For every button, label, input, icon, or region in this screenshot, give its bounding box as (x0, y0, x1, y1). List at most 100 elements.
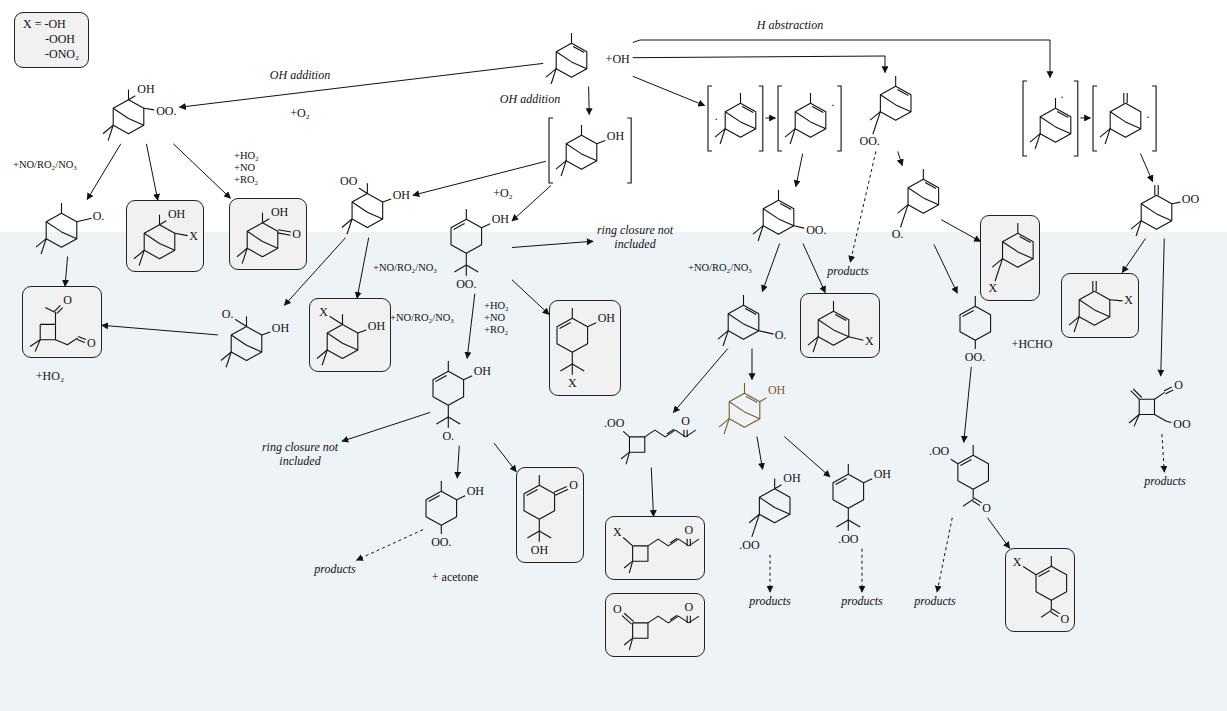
bond-line (755, 515, 760, 530)
bond-line (1111, 103, 1142, 137)
square-bracket (838, 86, 842, 151)
bond-line (1057, 111, 1068, 117)
square-bracket (549, 118, 553, 183)
bond-line (454, 265, 466, 272)
bond-line (46, 213, 77, 247)
bond-line (278, 230, 291, 232)
reaction-arrow (673, 349, 727, 413)
bond-group (960, 296, 991, 349)
bond-line (78, 337, 86, 340)
bond-line (875, 111, 880, 126)
bond-line (900, 220, 902, 227)
reaction-arrow (146, 144, 157, 200)
atom-label: O (684, 524, 693, 537)
bond-line (836, 520, 848, 527)
bond-line (1155, 392, 1165, 399)
bond-line (144, 225, 175, 259)
square-bracket (778, 86, 782, 151)
bond-line (448, 417, 460, 424)
reaction-arrow (87, 144, 121, 200)
bond-line (466, 209, 467, 219)
reaction-arrow (765, 118, 775, 119)
bond-line (436, 376, 447, 382)
bond-line (974, 296, 975, 306)
bond-line (973, 445, 974, 455)
bond-line (1040, 108, 1071, 142)
bond-line (1092, 281, 1093, 291)
pathway-leader-arrow (861, 549, 862, 592)
reaction-arrow (633, 76, 705, 105)
bond-line (622, 616, 631, 624)
bond-line (833, 474, 864, 508)
bond-line (1035, 133, 1040, 148)
molecule: OOOH (337, 172, 413, 237)
bond-line (1158, 185, 1159, 195)
reaction-arrow (494, 443, 516, 472)
molecule: O. (715, 292, 790, 349)
bond-group (785, 93, 826, 144)
bond-line (689, 617, 699, 624)
pathway-leader-arrow (1162, 434, 1164, 472)
atom-label: O (681, 415, 690, 428)
bond-line (836, 479, 847, 485)
atom-label: OH (768, 384, 785, 397)
molecule: OH.OO (736, 469, 803, 554)
bond-line (539, 519, 540, 531)
atom-label: +OH (606, 53, 630, 66)
bond-group (317, 315, 366, 366)
atom-label: OO. (965, 351, 985, 364)
bond-group (750, 479, 791, 537)
bond-group (951, 445, 989, 506)
bond-line (322, 350, 327, 365)
bond-line (633, 546, 648, 561)
atom-label: . (832, 96, 835, 109)
bond-line (327, 333, 358, 350)
bond-line (774, 479, 775, 489)
bond-line (687, 539, 688, 546)
reagent-label: +HO₂ +NO +RO₂ (234, 150, 266, 186)
bond-line (448, 405, 449, 417)
pathway-leader-arrow (850, 151, 876, 262)
bond-group (718, 295, 774, 346)
reaction-arrow (1161, 239, 1165, 376)
product-box: X (800, 293, 880, 358)
bond-line (1134, 389, 1143, 398)
reagent-label: + acetone (432, 571, 478, 585)
bond-line (687, 616, 688, 623)
bond-group (433, 361, 472, 428)
bond-line (1003, 241, 1034, 258)
bond-line (1134, 414, 1139, 426)
atom-label: .OO (838, 533, 858, 546)
bond-line (1079, 291, 1110, 325)
bond-line (764, 208, 795, 225)
bond-line (556, 43, 587, 77)
atom-label: OH (271, 206, 288, 219)
atom-label: O. (775, 329, 787, 342)
atom-label: O (569, 479, 578, 492)
bond-line (573, 46, 584, 52)
product-box: XO (605, 516, 705, 579)
bond-line (725, 111, 756, 128)
bond-line (235, 320, 246, 327)
bond-line (963, 500, 973, 507)
reaction-arrow (762, 244, 779, 292)
atom-label: X (988, 282, 997, 295)
bond-group (1023, 556, 1066, 617)
bond-group (623, 538, 699, 574)
bond-group (1069, 281, 1123, 332)
atom-label: O. (442, 430, 454, 443)
atom-label: O (684, 601, 693, 614)
legend-text: X = -OH (23, 17, 79, 32)
bond-line (1003, 233, 1034, 267)
bond-line (848, 520, 849, 531)
atom-label: O (1060, 613, 1069, 626)
bond-line (436, 417, 448, 424)
bond-line (745, 308, 756, 314)
bond-line (1164, 387, 1172, 391)
atom-label: OO. (860, 135, 880, 148)
legend-text: -ONO₂ (23, 47, 79, 62)
molecule: O. (33, 200, 108, 257)
bond-line (684, 430, 685, 437)
bond-line (849, 336, 864, 340)
bond-line (46, 308, 56, 313)
